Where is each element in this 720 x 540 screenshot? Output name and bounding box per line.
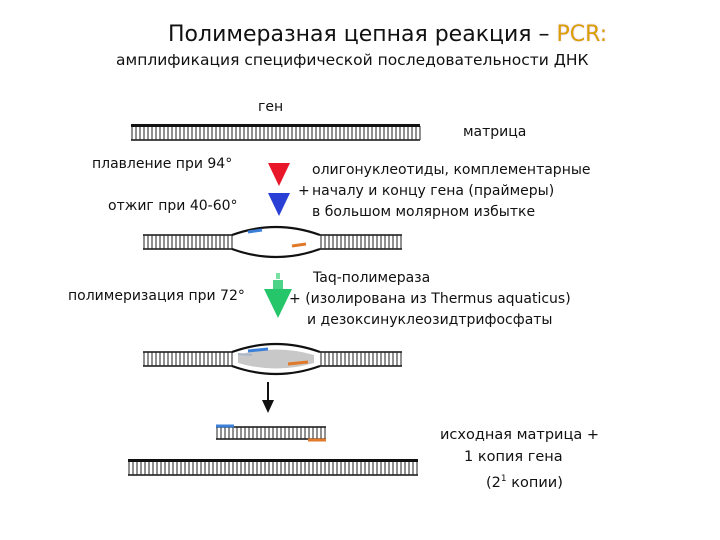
dna-annealed-duplex: [143, 225, 402, 259]
gene-label: ген: [258, 99, 284, 115]
taq-line-3: и дезоксинуклеозидтрифосфаты: [307, 312, 553, 328]
oligo-plus: +: [298, 183, 310, 199]
page-title: Полимеразная цепная реакция – PCR:: [168, 22, 608, 47]
oligo-line-2: +началу и концу гена (праймеры): [298, 181, 591, 202]
result-line-1: исходная матрица +: [440, 427, 599, 443]
oligo-line-3: в большом молярном избытке: [312, 204, 536, 220]
polymerization-arrow-green: [264, 273, 292, 318]
melting-arrow-red: [268, 163, 290, 186]
annealing-arrow-blue: [268, 193, 290, 216]
oligonucleotides-note: олигонуклеотиды, комплементарные +началу…: [298, 160, 591, 223]
result-arrow-black: [262, 382, 274, 413]
result-line-2: 1 копия гена: [464, 449, 563, 465]
melting-label: плавление при 94°: [92, 156, 233, 172]
dna-original-template: [128, 459, 418, 476]
taq-line-2: + (изолирована из Thermus aquaticus): [289, 291, 571, 307]
result-line-3: (21 копии): [486, 474, 563, 491]
result-note: исходная матрица + 1 копия гена (21 копи…: [440, 424, 599, 494]
polymerization-label: полимеризация при 72°: [68, 288, 245, 304]
annealing-label: отжиг при 40-60°: [108, 198, 238, 214]
matrix-label: матрица: [463, 124, 527, 140]
page-subtitle: амплификация специфической последователь…: [116, 51, 589, 69]
dna-polymerization-duplex: [143, 342, 402, 376]
oligo-line-1: олигонуклеотиды, комплементарные: [312, 162, 591, 178]
dna-template-duplex: [131, 124, 421, 141]
taq-polymerase-note: Taq-полимераза + (изолирована из Thermus…: [289, 268, 571, 331]
pcr-abbreviation: PCR:: [556, 22, 608, 47]
taq-line-1: Taq-полимераза: [313, 270, 431, 286]
dna-new-copy: [216, 424, 326, 442]
taq-plus: +: [289, 291, 301, 307]
